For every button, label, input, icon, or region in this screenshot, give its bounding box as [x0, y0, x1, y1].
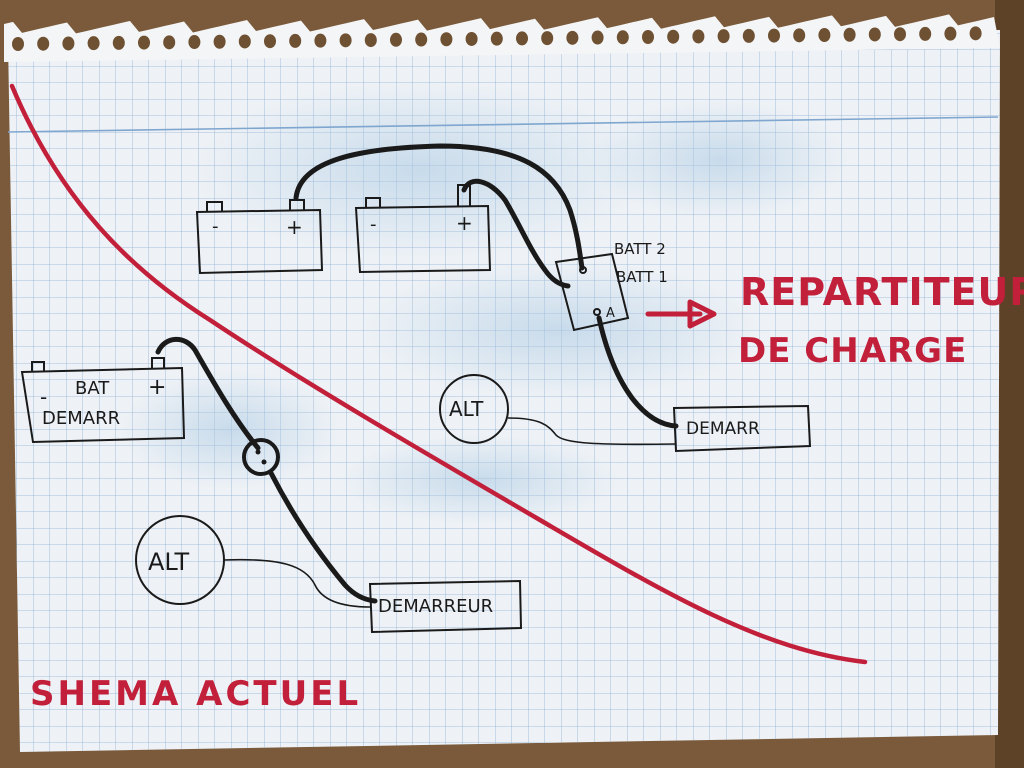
perforation-hole — [415, 32, 428, 47]
perforation-hole — [37, 36, 50, 51]
splitter-title-line1: REPARTITEUR — [740, 270, 1024, 314]
battery-plus-sign: + — [148, 375, 166, 400]
perforation-hole — [264, 34, 276, 49]
perforation-hole — [843, 27, 856, 42]
splitter-label-batt1: BATT 1 — [616, 268, 668, 286]
battery-right-2-plus: + — [456, 211, 473, 235]
battery-right-1: - + — [195, 199, 324, 275]
battery-switch-icon — [242, 438, 280, 476]
terminal-plus — [151, 357, 165, 368]
perforation-hole — [616, 30, 629, 45]
battery-label-bat: BAT — [75, 378, 110, 399]
battery-right-2-minus: - — [370, 214, 377, 235]
alternator-left-label: ALT — [148, 548, 189, 576]
perforation-hole — [868, 27, 881, 42]
perforation-hole — [894, 27, 906, 42]
splitter-title-line2: DE CHARGE — [738, 331, 967, 371]
perforation-hole — [390, 32, 402, 47]
cable-battery-to-switch — [155, 336, 261, 451]
spiral-perforations — [4, 14, 1000, 62]
cable-batt1 — [461, 178, 571, 289]
perforation-hole — [314, 33, 327, 48]
perforation-hole — [213, 34, 226, 49]
perforation-hole — [717, 29, 730, 44]
splitter-label-a: A — [606, 306, 615, 321]
perforation-hole — [188, 35, 201, 50]
perforation-hole — [62, 36, 75, 51]
cable-switch-to-starter — [268, 470, 378, 604]
charge-splitter: BATT 2 BATT 1 A — [554, 240, 668, 332]
perforation-hole — [364, 33, 377, 48]
perforation-hole — [768, 28, 780, 43]
perforation-hole — [516, 31, 528, 46]
arrow-icon — [645, 299, 717, 329]
right-schema: - + - + BATT 2 BATT 1 A R — [195, 143, 1024, 453]
battery-minus-sign: - — [40, 385, 47, 409]
alternator-right: ALT — [439, 374, 509, 444]
starter-left: DEMARREUR — [368, 579, 523, 634]
perforation-hole — [642, 30, 654, 44]
table-edge — [995, 0, 1024, 768]
alternator-right-label: ALT — [449, 397, 484, 421]
perforation-hole — [465, 31, 478, 46]
perforation-hole — [667, 29, 680, 44]
starter-left-label: DEMARREUR — [378, 596, 493, 617]
cable-batt2 — [293, 143, 585, 271]
perforation-hole — [742, 28, 755, 43]
perforation-hole — [490, 31, 503, 46]
perforation-hole — [339, 33, 352, 48]
wire-alt-to-starter-right — [507, 417, 677, 446]
perforation-hole — [112, 35, 125, 50]
perforation-hole — [692, 29, 705, 44]
battery-demarr: - BAT + DEMARR — [20, 357, 186, 444]
starter-right: DEMARR — [672, 404, 812, 453]
battery-label-demarr: DEMARR — [42, 408, 120, 429]
battery-right-1-minus: - — [212, 216, 219, 237]
starter-right-label: DEMARR — [686, 419, 760, 439]
perforation-hole — [163, 35, 176, 50]
perforation-hole — [591, 30, 604, 45]
battery-right-1-plus: + — [286, 215, 303, 239]
perforation-hole — [969, 26, 982, 41]
perforation-hole — [440, 32, 453, 47]
separator-line — [9, 83, 868, 665]
terminal-minus — [31, 361, 45, 372]
perforation-hole — [289, 33, 302, 48]
perforation-hole — [793, 28, 806, 43]
perforation-hole — [87, 36, 100, 51]
left-schema: - BAT + DEMARR ALT DEMARREUR SHEMA ACTUE… — [20, 336, 523, 714]
perforation-hole — [919, 26, 932, 41]
perforation-hole — [944, 26, 957, 41]
perforation-hole — [12, 37, 24, 51]
perforation-hole — [566, 30, 579, 45]
perforation-hole — [238, 34, 251, 49]
perforation-hole — [541, 31, 554, 46]
perforation-hole — [818, 28, 831, 43]
wire-alt-to-starter-left — [223, 558, 371, 608]
splitter-label-batt2: BATT 2 — [614, 240, 666, 258]
cable-splitter-to-starter — [596, 315, 679, 429]
schema-title: SHEMA ACTUEL — [30, 674, 361, 714]
perforation-hole — [138, 35, 150, 50]
